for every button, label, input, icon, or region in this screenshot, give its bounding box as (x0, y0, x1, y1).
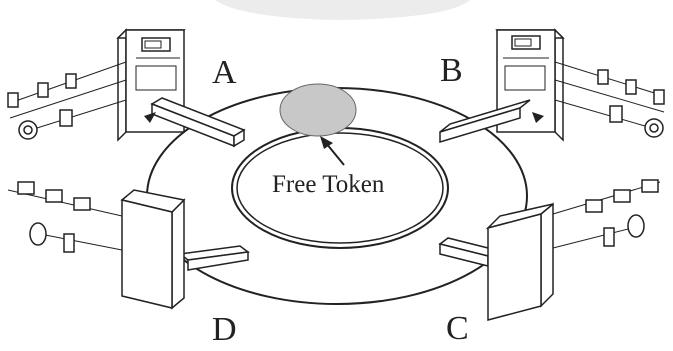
free-token (279, 83, 357, 137)
station-d-label: D (212, 311, 237, 348)
token-arrow (320, 136, 345, 166)
station-b-label: B (440, 52, 463, 89)
station-b-screen (511, 35, 541, 50)
station-d (7, 181, 250, 310)
station-a-cabinet-side (117, 28, 127, 142)
station-d-cabinet-front (121, 199, 173, 309)
station-c-cabinet-front (487, 213, 542, 321)
inner-ring-inner-line (236, 132, 444, 244)
free-token-label: Free Token (272, 171, 385, 198)
station-c-label: C (446, 310, 469, 347)
station-a-screen (141, 37, 171, 52)
station-a-label: A (212, 54, 237, 91)
top-shading (215, 0, 470, 20)
station-d-cabinet-side (171, 198, 185, 310)
station-c-cabinet-side (540, 202, 554, 308)
station-b (439, 28, 665, 144)
station-b-cabinet-side (554, 28, 564, 142)
station-c (438, 179, 661, 321)
station-a (7, 28, 246, 148)
